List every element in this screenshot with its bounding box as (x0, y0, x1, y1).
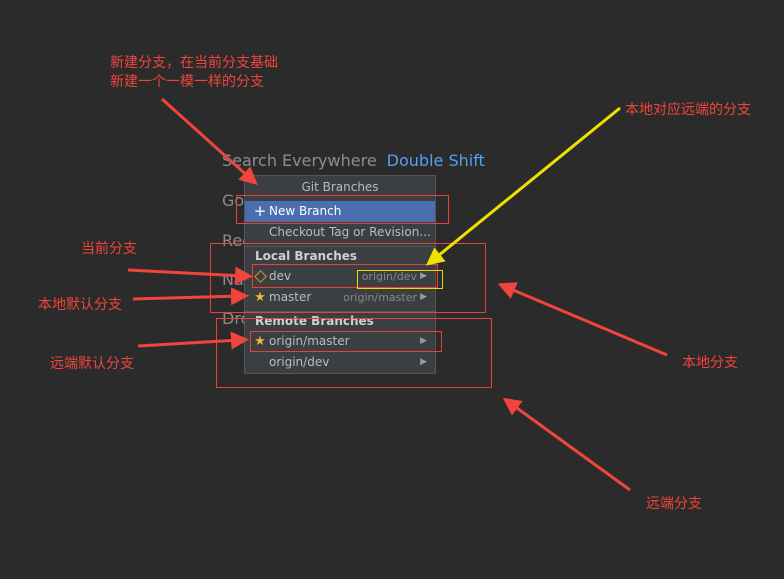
annotation-local-branches: 本地分支 (682, 355, 738, 371)
submenu-arrow-icon: ▶ (420, 336, 427, 346)
remote-branches-label: Remote Branches (255, 314, 374, 328)
arrow-remote-branches (502, 397, 631, 492)
remote-branch-origin-dev[interactable]: origin/dev ▶ (245, 352, 435, 373)
annotation-local-default: 本地默认分支 (38, 297, 122, 313)
remote-branches-highlight-box (216, 318, 492, 388)
checkout-tag-item[interactable]: Checkout Tag or Revision... (245, 222, 435, 243)
new-branch-label: New Branch (269, 204, 342, 218)
annotation-current-branch: 当前分支 (81, 241, 137, 257)
double-shift-shortcut: Double Shift (386, 151, 485, 170)
local-branches-label: Local Branches (255, 249, 358, 263)
arrow-new-branch (160, 97, 258, 186)
new-branch-highlight-box (236, 195, 449, 224)
recent-hint: Rec (222, 231, 252, 250)
annotation-remote-branches: 远端分支 (646, 496, 702, 512)
submenu-arrow-icon: ▶ (420, 357, 427, 367)
arrow-local-remote (426, 106, 621, 266)
local-branch-master[interactable]: ★ master origin/master ▶ (245, 287, 435, 308)
search-everywhere-hint: Search Everywhere Double Shift (222, 151, 485, 170)
plus-icon: + (253, 202, 267, 220)
star-icon: ★ (254, 334, 266, 349)
annotation-local-remote: 本地对应远端的分支 (625, 102, 751, 118)
annotation-new-branch: 新建分支，在当前分支基础 新建一个一模一样的分支 (110, 54, 278, 92)
git-branches-popup: Git Branches + New Branch Checkout Tag o… (244, 175, 436, 374)
local-branch-dev[interactable]: dev origin/dev ▶ (245, 266, 435, 287)
popup-title: Git Branches (301, 180, 379, 194)
checkout-tag-label: Checkout Tag or Revision... (269, 225, 431, 239)
local-branches-highlight-box (210, 243, 486, 313)
annotation-remote-default: 远端默认分支 (50, 356, 134, 372)
submenu-arrow-icon: ▶ (420, 271, 427, 281)
separator (245, 246, 435, 247)
arrow-local-branches (497, 282, 668, 357)
branch-name: dev (269, 269, 292, 283)
tracking-branch: origin/dev (361, 270, 417, 283)
remote-default-highlight-box (250, 331, 442, 352)
submenu-arrow-icon: ▶ (420, 292, 427, 302)
local-branches-header: Local Branches (245, 246, 435, 267)
remote-branch-origin-master[interactable]: ★ origin/master ▶ (245, 331, 435, 352)
tracking-highlight-box (357, 270, 443, 289)
tracking-branch: origin/master (343, 291, 417, 304)
separator (245, 311, 435, 312)
branch-name: origin/master (269, 334, 350, 348)
arrow-local-default (132, 287, 249, 306)
remote-branches-header: Remote Branches (245, 311, 435, 332)
arrow-current-branch (127, 266, 253, 285)
new-branch-item[interactable]: + New Branch (245, 201, 435, 222)
annotation-new-branch-line1: 新建分支，在当前分支基础 (110, 55, 278, 71)
branch-name: origin/dev (269, 355, 330, 369)
search-everywhere-label: Search Everywhere (222, 151, 377, 170)
branch-name: master (269, 290, 312, 304)
star-icon: ★ (254, 290, 266, 305)
annotation-new-branch-line2: 新建一个一模一样的分支 (110, 74, 264, 90)
arrow-remote-default (137, 331, 249, 350)
